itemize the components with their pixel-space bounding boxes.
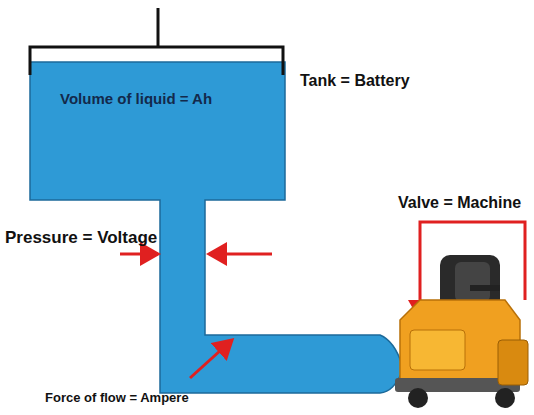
flow-arrow (190, 340, 232, 378)
scrubber-machine (395, 255, 528, 408)
valve-label: Valve = Machine (398, 194, 521, 212)
tank: Tank = BatteryVolume of liquid = Ah (30, 62, 285, 200)
flow-label: Force of flow = Ampere (45, 390, 189, 405)
pressure-label: Pressure = Voltage (5, 228, 157, 248)
liquid (30, 62, 402, 393)
tank-frame (30, 47, 283, 75)
liquid-label: Volume of liquid = Ah (60, 90, 212, 107)
pressure-arrow (120, 253, 158, 256)
piston-rod (157, 8, 160, 47)
pressure-arrow (209, 253, 272, 256)
tank-heading: Tank = Battery (300, 72, 410, 90)
